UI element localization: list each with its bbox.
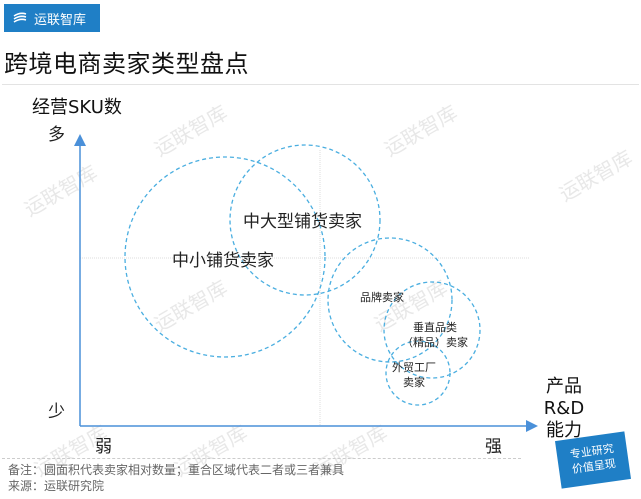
slogan-badge: 专业研究 价值呈现 <box>555 431 631 489</box>
y-axis-min: 少 <box>48 402 65 422</box>
label-small-spread-sellers: 中小铺货卖家 <box>172 251 274 271</box>
footer-note: 备注：圆面积代表卖家相对数量；重合区域代表二者或三者兼具 <box>8 463 345 477</box>
brand-logo: 运联智库 <box>4 4 100 32</box>
label-vertical-sellers: 垂直品类 （精品）卖家 <box>402 321 468 349</box>
y-axis-label: 经营SKU数 <box>32 97 122 118</box>
circle-large-spread-sellers <box>229 144 381 296</box>
x-axis-label: 产品 R&D 能力 <box>543 376 585 441</box>
footer-notes: 备注：圆面积代表卖家相对数量；重合区域代表二者或三者兼具 来源：运联研究院 <box>8 462 344 494</box>
circle-brand-sellers <box>327 237 453 363</box>
label-large-spread-sellers: 中大型铺货卖家 <box>243 212 362 232</box>
footer-divider <box>2 458 521 459</box>
circle-small-spread-sellers <box>124 156 326 358</box>
label-brand-sellers: 品牌卖家 <box>360 291 404 304</box>
title-divider <box>2 84 639 85</box>
brand-name: 运联智库 <box>34 12 87 28</box>
label-factory-sellers: 外贸工厂 卖家 <box>392 361 436 389</box>
footer-source: 来源：运联研究院 <box>8 479 105 493</box>
circle-vertical-sellers <box>383 281 481 379</box>
yunlian-logo-icon <box>13 12 27 23</box>
page-title: 跨境电商卖家类型盘点 <box>4 50 249 78</box>
x-axis-max: 强 <box>485 437 502 457</box>
y-axis-max: 多 <box>48 125 65 145</box>
circle-factory-sellers <box>385 340 451 406</box>
x-axis-min: 弱 <box>95 437 112 457</box>
